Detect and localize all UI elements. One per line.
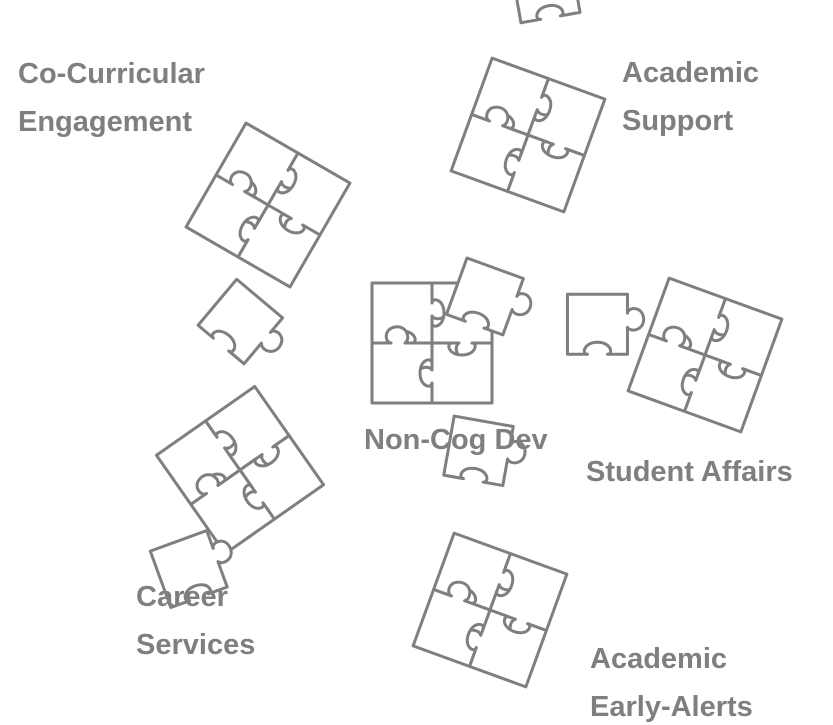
label-line: Engagement [18, 106, 193, 138]
label-non-cog-dev: Non-Cog Dev [364, 416, 548, 464]
label-line: Career [136, 581, 228, 613]
puzzle-cluster-non-cog-dev [372, 256, 541, 403]
label-career-services: Career Services [136, 573, 255, 669]
label-line: Early-Alerts [590, 691, 753, 723]
label-line: Co-Curricular [18, 58, 205, 90]
label-academic-support: Academic Support [622, 49, 759, 145]
puzzle-cluster-co-curricular [140, 123, 372, 376]
label-line: Student Affairs [586, 456, 793, 488]
label-co-curricular-engagement: Co-Curricular Engagement [18, 50, 205, 146]
label-student-affairs: Student Affairs [586, 448, 793, 496]
puzzle-cluster-student-affairs [565, 247, 782, 432]
label-line: Academic [622, 57, 760, 89]
puzzle-cluster-academic-support [437, 0, 650, 212]
label-line: Support [622, 105, 734, 137]
label-academic-early-alerts: Academic Early-Alerts [590, 635, 753, 725]
label-line: Academic [590, 643, 728, 675]
label-line: Services [136, 629, 256, 661]
label-line: Non-Cog Dev [364, 424, 548, 456]
